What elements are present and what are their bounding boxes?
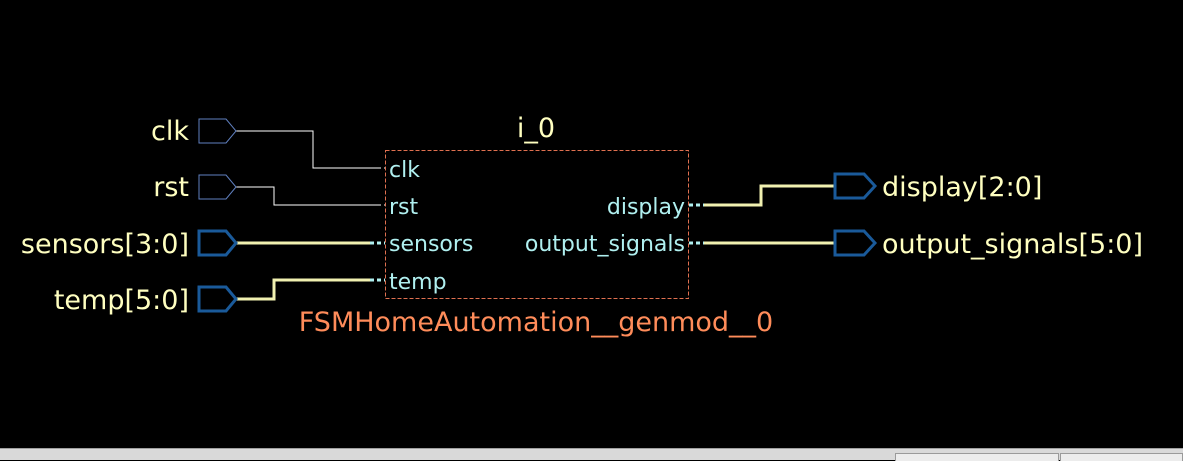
input-port-temp-icon[interactable] xyxy=(197,285,238,313)
input-port-label-temp: temp[5:0] xyxy=(54,285,189,316)
pin-label-rst: rst xyxy=(389,195,419,220)
instance-box[interactable] xyxy=(385,150,689,299)
schematic-svg: i_0 FSMHomeAutomation__genmod__0 clk rst… xyxy=(21,113,1143,338)
output-port-output-signals-icon[interactable] xyxy=(833,229,878,257)
pin-label-output-signals: output_signals xyxy=(525,232,685,257)
output-port-label-display: display[2:0] xyxy=(882,172,1042,203)
status-bar xyxy=(0,448,1183,461)
input-port-clk-icon[interactable] xyxy=(198,118,237,144)
input-port-label-clk: clk xyxy=(151,116,189,147)
module-name: FSMHomeAutomation__genmod__0 xyxy=(299,307,773,338)
pin-label-sensors: sensors xyxy=(389,232,473,257)
net-display[interactable] xyxy=(704,184,835,207)
pin-label-clk: clk xyxy=(389,158,420,183)
input-port-sensors-icon[interactable] xyxy=(197,229,238,257)
status-bar-segment xyxy=(1060,453,1183,461)
input-port-label-sensors: sensors[3:0] xyxy=(21,229,189,260)
input-port-rst-icon[interactable] xyxy=(198,174,237,200)
pin-label-temp: temp xyxy=(389,270,447,295)
net-rst[interactable] xyxy=(236,186,378,206)
input-port-label-rst: rst xyxy=(153,172,189,203)
net-temp[interactable] xyxy=(236,278,370,301)
status-bar-segment xyxy=(895,453,1059,461)
pin-label-display: display xyxy=(607,195,685,220)
net-clk[interactable] xyxy=(236,130,378,169)
output-port-display-icon[interactable] xyxy=(833,172,878,200)
instance-name: i_0 xyxy=(517,113,555,144)
output-port-label-output-signals: output_signals[5:0] xyxy=(882,229,1143,260)
